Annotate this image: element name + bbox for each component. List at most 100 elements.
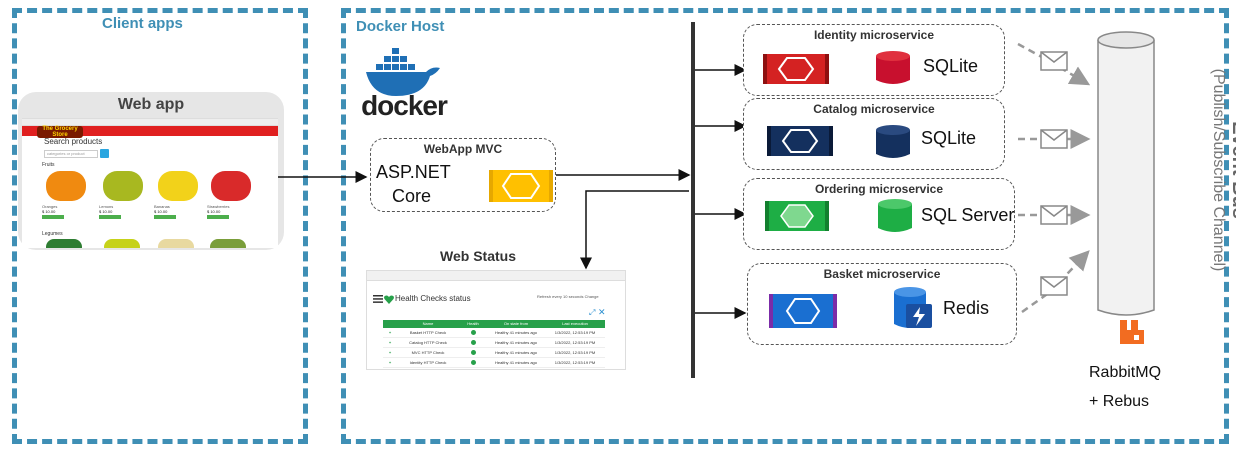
- table-row[interactable]: + Basket HTTP Check Healthy 41 minutes a…: [383, 328, 605, 338]
- product-card[interactable]: Strawberries $ 10.00: [207, 171, 257, 223]
- search-input[interactable]: categories or product: [44, 150, 98, 158]
- refresh-setting: Refresh every 10 seconds Change: [537, 294, 599, 299]
- docker-host-region: [341, 8, 1229, 444]
- product-price: $ 10.00: [154, 209, 168, 214]
- table-header: Name Health On state from Last execution: [383, 320, 605, 328]
- healthy-icon: [470, 340, 476, 346]
- product-image: [46, 171, 86, 201]
- core-label: Core: [392, 186, 432, 206]
- healthy-icon: [470, 330, 476, 336]
- store-header: The Grocery Store: [22, 126, 278, 138]
- identity-db-label: SQLite: [923, 56, 979, 76]
- check-name: Basket HTTP Check: [409, 330, 447, 335]
- web-app-title: Web app: [117, 96, 185, 113]
- add-to-cart-button[interactable]: [42, 215, 64, 219]
- column-header: Health: [467, 321, 479, 326]
- health-checks-title: Health Checks status: [395, 294, 471, 303]
- product-card[interactable]: Oranges $ 10.00: [42, 171, 92, 223]
- event-bus-label: Event Bus (Publish/Subscribe Channel): [1210, 40, 1236, 300]
- message-envelope-icon: [1040, 276, 1068, 296]
- check-state: Healthy 41 minutes ago: [494, 330, 538, 335]
- store-logo: The Grocery Store: [37, 126, 83, 138]
- rebus-label: + Rebus: [1089, 393, 1150, 410]
- table-row[interactable]: + Identity HTTP Check Healthy 41 minutes…: [383, 358, 605, 368]
- web-app-screenshot: The Grocery Store Search products catego…: [22, 118, 278, 248]
- webapp-mvc-title: WebApp MVC: [423, 142, 503, 156]
- check-last-execution: 1/3/2022, 12:53:19 PM: [554, 330, 596, 335]
- product-card[interactable]: Bananas $ 10.00: [154, 171, 204, 223]
- add-to-cart-button[interactable]: [207, 215, 229, 219]
- column-header: Name: [422, 321, 434, 326]
- category-fruits: Fruits: [42, 162, 55, 168]
- menu-icon[interactable]: [373, 295, 383, 303]
- aspnet-label: ASP.NET: [376, 162, 451, 182]
- product-price: $ 10.00: [42, 209, 56, 214]
- add-to-cart-button[interactable]: [154, 215, 176, 219]
- expand-row-icon[interactable]: +: [388, 340, 392, 345]
- search-button[interactable]: [100, 149, 109, 158]
- category-legumes: Legumes: [42, 231, 63, 237]
- docker-wordmark: docker: [361, 90, 448, 121]
- check-last-execution: 1/3/2022, 12:53:19 PM: [554, 350, 596, 355]
- product-card[interactable]: Lemons $ 10.00: [99, 171, 149, 223]
- check-name: Catalog HTTP Check: [409, 340, 447, 345]
- rabbitmq-rebus-label: RabbitMQ + Rebus: [1089, 358, 1161, 416]
- check-last-execution: 1/3/2022, 12:53:19 PM: [554, 360, 596, 365]
- browser-bar: [367, 271, 625, 281]
- expand-icon[interactable]: ⤢: [589, 308, 596, 317]
- basket-container-icon: [769, 294, 837, 328]
- product-name: Lemons: [99, 204, 114, 209]
- health-checks-table: Name Health On state from Last execution…: [383, 320, 605, 368]
- catalog-microservice-title: Catalog microservice: [813, 102, 935, 116]
- expand-row-icon[interactable]: +: [388, 350, 392, 355]
- product-image: [211, 171, 251, 201]
- ordering-container-icon: [765, 201, 829, 231]
- heart-icon: [384, 295, 394, 304]
- legume-image: [158, 239, 194, 248]
- health-checks-screenshot: Health Checks status Refresh every 10 se…: [366, 270, 626, 370]
- mvc-container-icon: [489, 170, 553, 202]
- rabbitmq-logo-icon: [1120, 320, 1144, 344]
- product-name: Strawberries: [207, 204, 230, 209]
- identity-container-icon: [763, 54, 829, 84]
- client-apps-title: Client apps: [102, 15, 183, 32]
- check-last-execution: 1/3/2022, 12:53:19 PM: [554, 340, 596, 345]
- table-row[interactable]: + MVC HTTP Check Healthy 41 minutes ago …: [383, 348, 605, 358]
- check-state: Healthy 41 minutes ago: [494, 340, 538, 345]
- check-name: Identity HTTP Check: [409, 360, 447, 365]
- dashed-identity-to-bus: [1017, 42, 1091, 86]
- arrow-gateway-to-web-status: [580, 190, 689, 270]
- catalog-db-label: SQLite: [921, 128, 977, 148]
- column-header: On state from: [503, 321, 529, 326]
- ordering-database-icon: [878, 199, 912, 232]
- identity-database-icon: [876, 51, 910, 84]
- add-to-cart-button[interactable]: [99, 215, 121, 219]
- check-name: MVC HTTP Check: [411, 350, 445, 355]
- identity-microservice-title: Identity microservice: [813, 28, 935, 42]
- catalog-container-icon: [767, 126, 833, 156]
- legume-image: [210, 239, 246, 248]
- ordering-microservice-title: Ordering microservice: [814, 182, 944, 196]
- message-envelope-icon: [1040, 129, 1068, 149]
- healthy-icon: [470, 350, 476, 356]
- expand-row-icon[interactable]: +: [388, 330, 392, 335]
- product-image: [103, 171, 143, 201]
- product-price: $ 10.00: [99, 209, 113, 214]
- check-state: Healthy 41 minutes ago: [494, 360, 538, 365]
- basket-db-label: Redis: [943, 298, 990, 318]
- column-header: Last execution: [562, 321, 588, 326]
- message-envelope-icon: [1040, 51, 1068, 71]
- close-icon[interactable]: ✕: [598, 307, 606, 317]
- browser-bar: [22, 119, 278, 126]
- table-row[interactable]: + Catalog HTTP Check Healthy 41 minutes …: [383, 338, 605, 348]
- expand-row-icon[interactable]: +: [388, 360, 392, 365]
- product-name: Bananas: [154, 204, 170, 209]
- message-envelope-icon: [1040, 205, 1068, 225]
- docker-whale-icon: [366, 48, 440, 96]
- product-price: $ 10.00: [207, 209, 221, 214]
- event-bus-subtitle: (Publish/Subscribe Channel): [1210, 68, 1227, 272]
- basket-microservice-title: Basket microservice: [823, 267, 941, 281]
- healthy-icon: [470, 360, 476, 366]
- docker-logo: docker: [356, 44, 452, 124]
- legume-image: [46, 239, 82, 248]
